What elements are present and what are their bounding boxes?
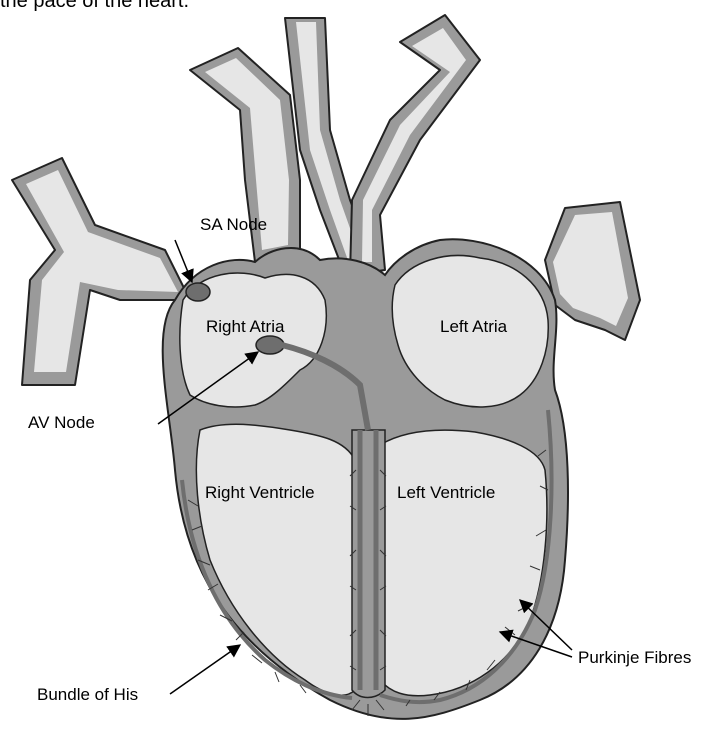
label-left-ventricle: Left Ventricle [397, 483, 495, 502]
label-right-atria: Right Atria [206, 317, 285, 336]
label-purkinje-fibres: Purkinje Fibres [578, 648, 691, 667]
sa-node [186, 283, 210, 301]
right-ventricle-chamber [196, 424, 355, 695]
heart-body [163, 239, 568, 719]
label-right-ventricle: Right Ventricle [205, 483, 315, 502]
av-node [256, 336, 284, 354]
label-bundle-of-his: Bundle of His [37, 685, 138, 704]
label-sa-node: SA Node [200, 215, 267, 234]
label-av-node: AV Node [28, 413, 95, 432]
bundle-of-his-pointer [170, 645, 240, 694]
label-left-atria: Left Atria [440, 317, 508, 336]
